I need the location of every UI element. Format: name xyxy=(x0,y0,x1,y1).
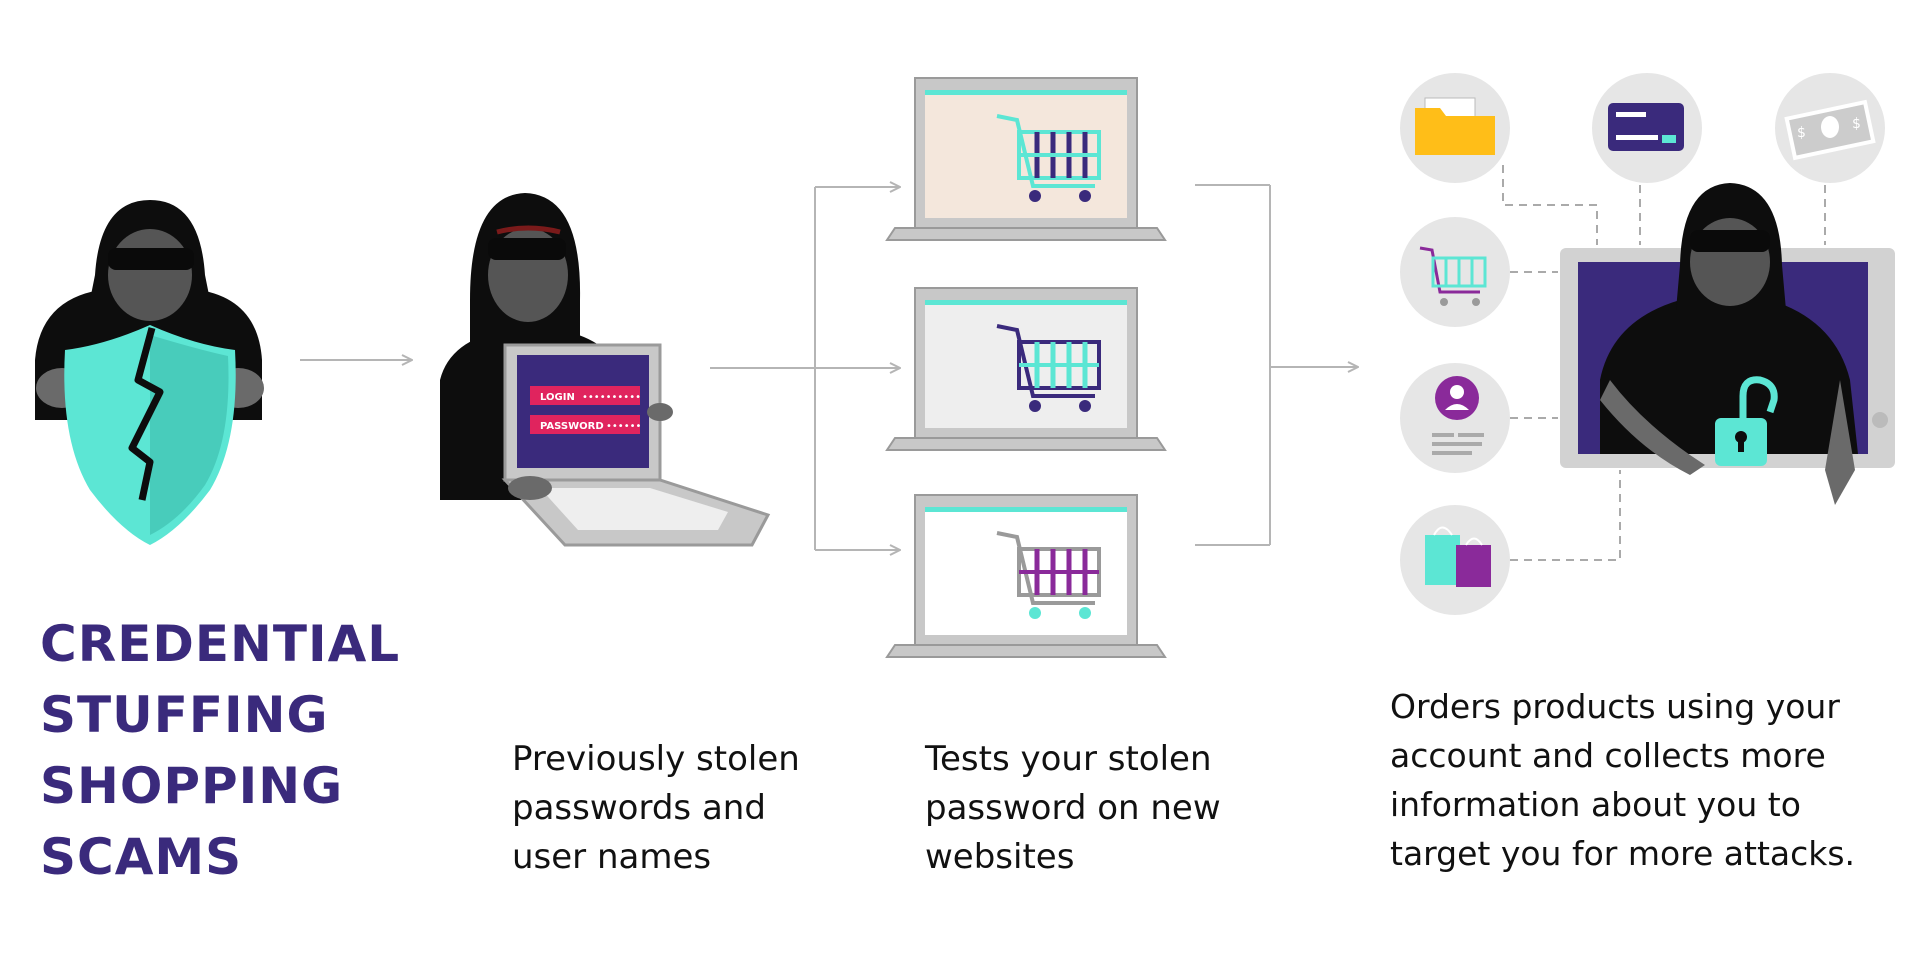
hacker-in-tablet-icon xyxy=(1560,183,1895,505)
caption-line: information about you to xyxy=(1390,785,1801,824)
hacker-with-laptop-icon: LOGIN •••••••••• PASSWORD •••••• xyxy=(440,193,771,547)
login-field-dots: •••••••••• xyxy=(582,392,641,403)
laptop-cart-2-icon xyxy=(885,287,1167,451)
step-caption-tests-password: Tests your stolen password on new websit… xyxy=(925,735,1221,882)
caption-line: Previously stolen xyxy=(512,739,800,779)
caption-line: target you for more attacks. xyxy=(1390,834,1856,873)
cart-icon xyxy=(1400,217,1510,327)
step-caption-orders-products: Orders products using your account and c… xyxy=(1390,682,1855,878)
laptop-cart-1-icon xyxy=(885,77,1167,241)
title-line-4: SCAMS xyxy=(40,828,243,886)
folder-icon xyxy=(1400,73,1510,183)
login-field-label: LOGIN xyxy=(540,392,575,403)
svg-text:$: $ xyxy=(1797,125,1806,141)
credit-card-icon xyxy=(1592,73,1702,183)
title-line-1: CREDENTIAL xyxy=(40,615,401,673)
caption-line: websites xyxy=(925,837,1075,877)
shopping-bags-icon xyxy=(1400,505,1510,615)
fork-connector xyxy=(710,187,900,550)
password-field-dots: •••••• xyxy=(606,421,641,432)
cash-icon: $ $ xyxy=(1775,73,1885,183)
title-line-3: SHOPPING xyxy=(40,757,344,815)
caption-line: user names xyxy=(512,837,712,877)
laptop-cart-3-icon xyxy=(885,494,1167,658)
caption-line: password on new xyxy=(925,788,1221,828)
dashed-connectors xyxy=(1502,165,1826,561)
password-field-label: PASSWORD xyxy=(540,421,604,432)
caption-line: Orders products using your xyxy=(1390,687,1840,726)
svg-text:$: $ xyxy=(1852,116,1861,132)
caption-line: Tests your stolen xyxy=(925,739,1212,779)
caption-line: account and collects more xyxy=(1390,736,1826,775)
profile-card-icon xyxy=(1400,363,1510,473)
step-caption-stolen-credentials: Previously stolen passwords and user nam… xyxy=(512,735,800,882)
title-line-2: STUFFING xyxy=(40,686,329,744)
hacker-with-shield-icon xyxy=(35,200,264,545)
merge-connector xyxy=(1195,184,1358,546)
caption-line: passwords and xyxy=(512,788,766,828)
